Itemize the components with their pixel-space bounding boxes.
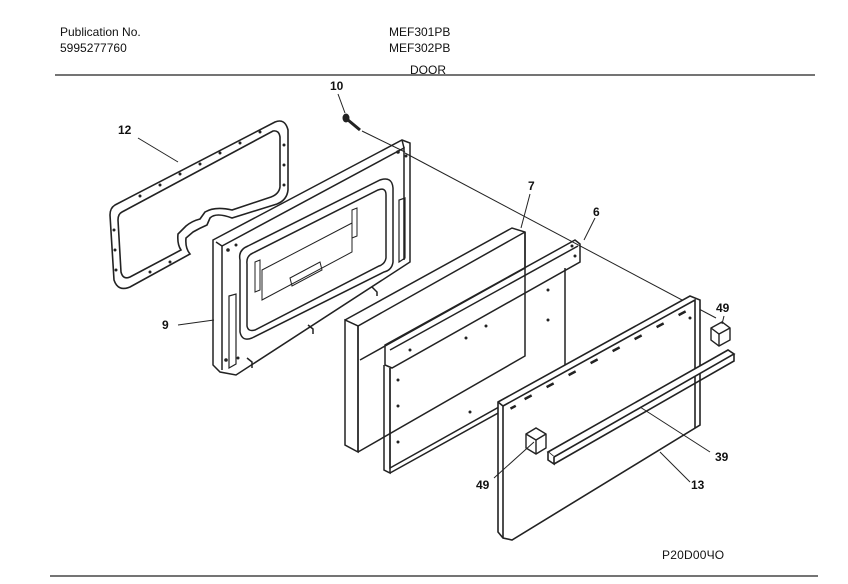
outer-door-panel bbox=[498, 296, 700, 540]
publication-label: Publication No. bbox=[60, 25, 141, 39]
gasket-clips bbox=[112, 130, 286, 274]
door-insulation bbox=[345, 228, 525, 452]
model-number-1: MEF301PB bbox=[389, 25, 451, 39]
callout-49-right: 49 bbox=[716, 301, 730, 315]
inner-door-frame bbox=[213, 140, 410, 375]
callout-12: 12 bbox=[118, 123, 132, 137]
callout-49-left: 49 bbox=[476, 478, 490, 492]
section-title: DOOR bbox=[410, 63, 446, 77]
model-number-2: MEF302PB bbox=[389, 41, 451, 55]
door-gasket bbox=[110, 121, 288, 288]
publication-number: 5995277760 bbox=[60, 41, 127, 55]
frame-holes bbox=[224, 150, 408, 362]
callout-6: 6 bbox=[593, 205, 600, 219]
callout-10: 10 bbox=[330, 79, 344, 93]
screw-guide-line bbox=[362, 131, 405, 152]
screw bbox=[343, 114, 360, 130]
callout-13: 13 bbox=[691, 478, 705, 492]
assembly-guide-line bbox=[405, 153, 716, 318]
inner-panel-holes bbox=[396, 244, 577, 444]
leader-lines bbox=[138, 94, 724, 482]
vent-slots bbox=[509, 310, 692, 410]
diagram-code: P20D00ЧО bbox=[662, 548, 725, 562]
callout-7: 7 bbox=[528, 179, 535, 193]
callout-9: 9 bbox=[162, 318, 169, 332]
callout-39: 39 bbox=[715, 450, 729, 464]
handle-end-cap-left bbox=[526, 428, 546, 454]
handle-end-cap-right bbox=[711, 322, 730, 346]
door-handle bbox=[548, 350, 734, 464]
